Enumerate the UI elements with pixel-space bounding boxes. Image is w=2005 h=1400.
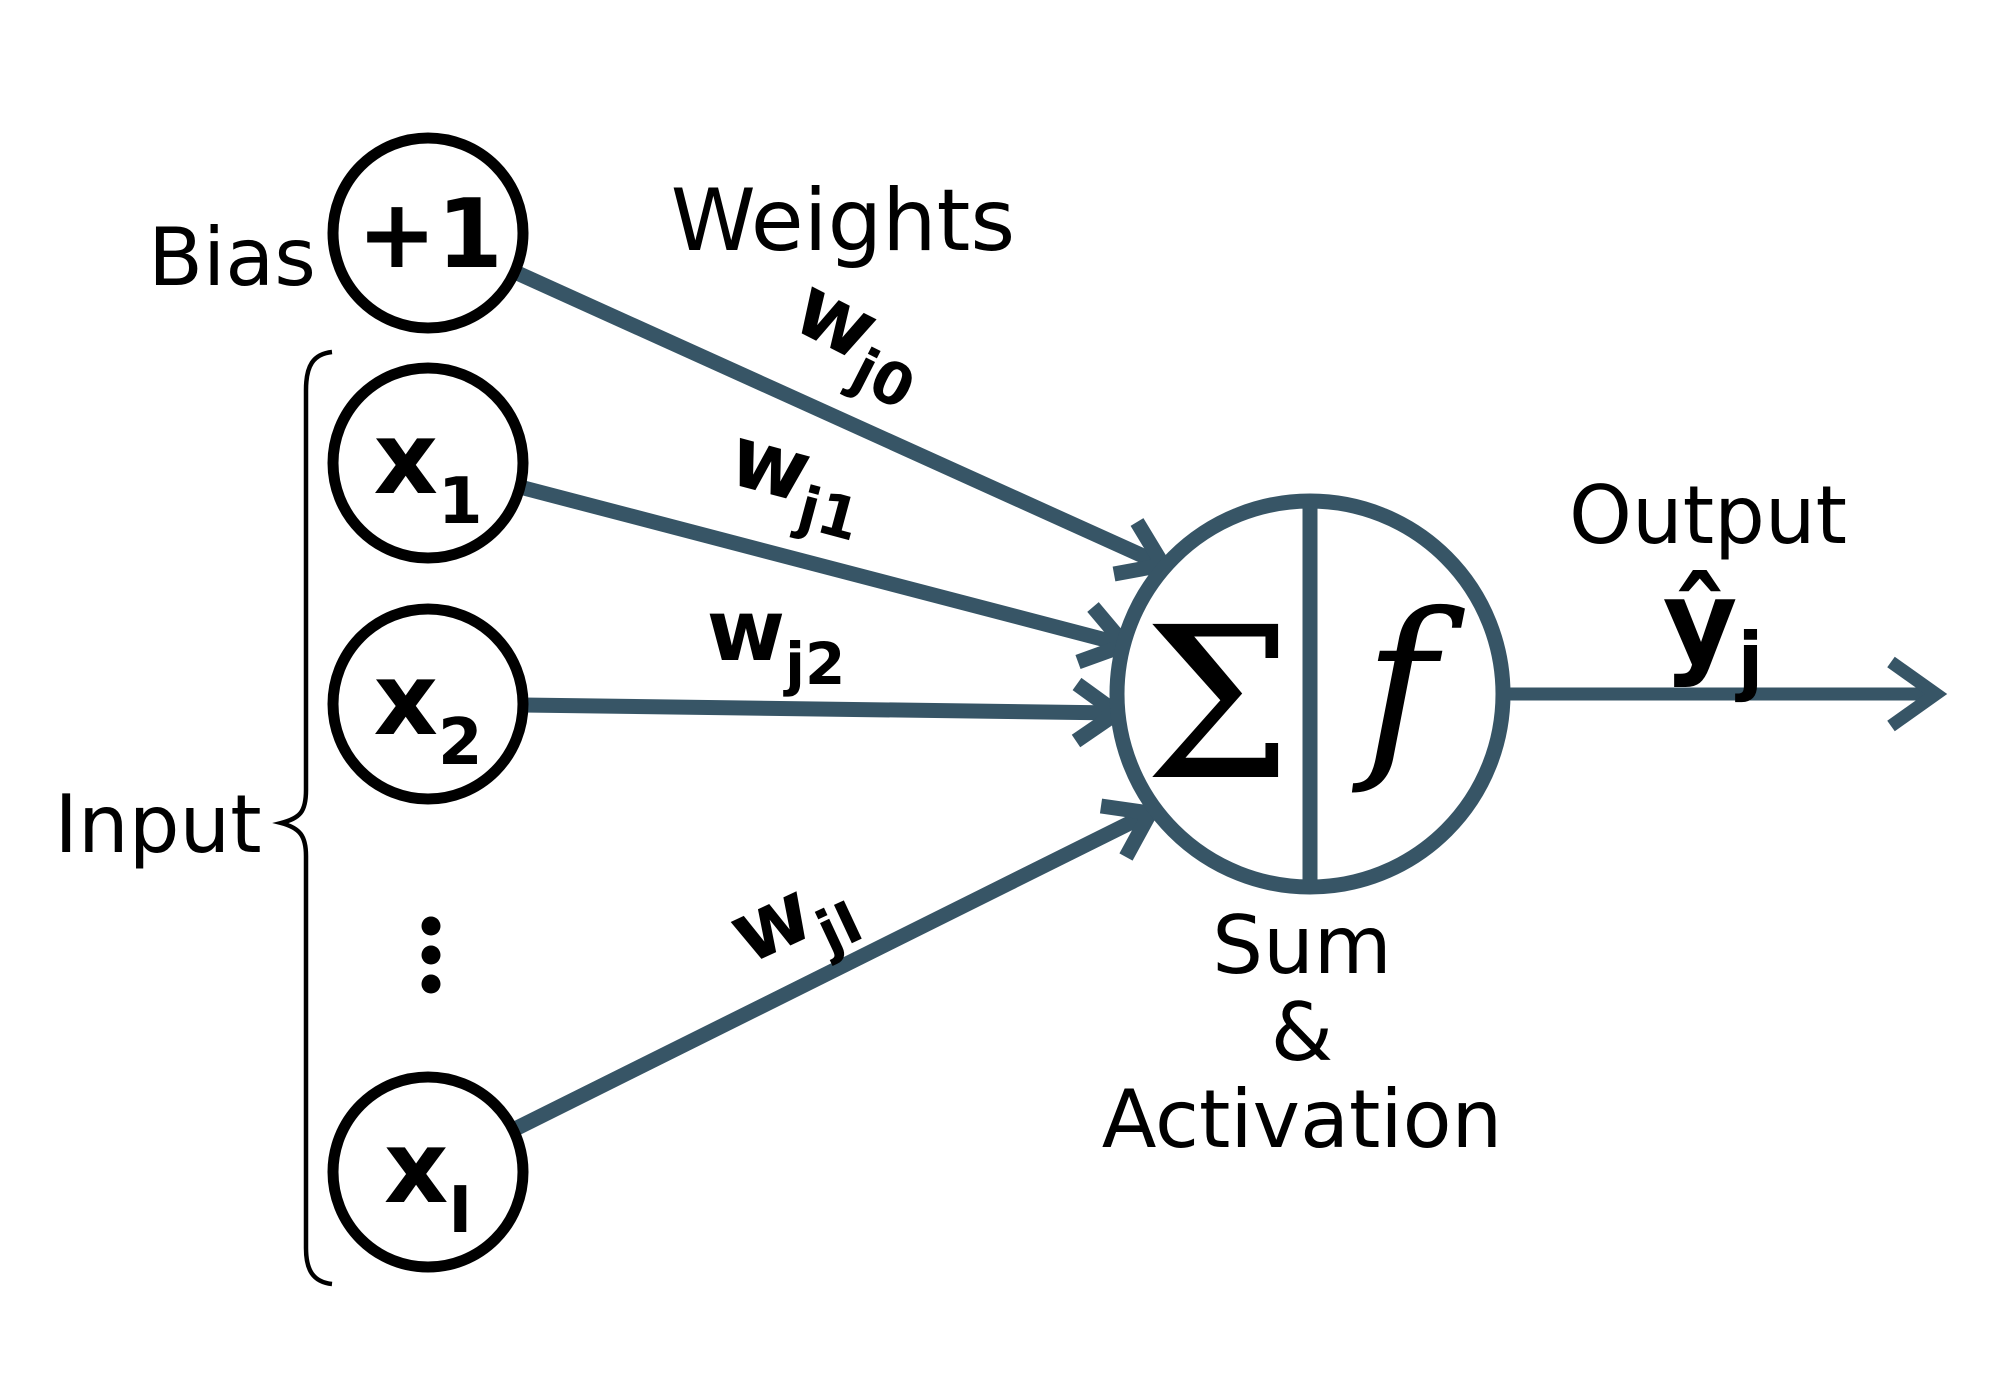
bias-node-circle <box>327 132 529 334</box>
input-brace <box>272 349 333 1287</box>
weight-j2-subscript: j2 <box>783 630 845 698</box>
x2-subscript: 2 <box>438 706 483 780</box>
bias-node-value: +1 <box>357 180 503 290</box>
output-label: Output <box>1569 469 1847 562</box>
input-node-x2-circle <box>327 603 529 805</box>
neuron-caption-line2: & <box>1271 986 1333 1079</box>
input-node-xI-circle <box>327 1071 529 1273</box>
input-node-x1-label: x1 <box>373 400 482 539</box>
output-variable-subscript: j <box>1735 616 1764 704</box>
connection-x1-to-neuron <box>518 479 1127 653</box>
input-node-x1-circle <box>327 362 529 564</box>
xI-subscript: I <box>448 1174 472 1248</box>
weight-j2-base: w <box>707 582 786 681</box>
output-variable-base: ŷ <box>1663 556 1738 690</box>
ellipsis-dot <box>421 974 441 994</box>
connection-bias-to-neuron <box>511 265 1167 572</box>
connections-group <box>509 265 1948 1137</box>
ellipsis-dot <box>421 916 441 936</box>
input-label: Input <box>54 778 261 871</box>
x2-base: x <box>373 641 438 758</box>
weight-label-jI: wjI <box>715 844 873 1000</box>
weight-jI-base: w <box>715 861 828 984</box>
neuron-caption-line3: Activation <box>1102 1073 1503 1166</box>
input-node-xI-label: xI <box>384 1109 472 1248</box>
arrowhead-output-icon <box>1887 656 1948 732</box>
connection-xI-to-neuron <box>509 806 1154 1137</box>
neuron-caption-line1: Sum <box>1212 899 1391 992</box>
xI-base: x <box>384 1109 449 1226</box>
input-node-x2-label: x2 <box>373 641 482 780</box>
weight-label-j2: wj2 <box>707 582 846 698</box>
neuron-caption: Sum&Activation <box>1102 899 1503 1166</box>
x1-subscript: 1 <box>438 465 483 539</box>
output-variable-label: ŷj <box>1663 556 1764 704</box>
sum-symbol: Σ <box>1144 582 1292 827</box>
node-circles-group <box>327 132 529 1273</box>
bias-label: Bias <box>148 211 316 304</box>
ellipsis-dot <box>421 945 441 965</box>
x1-base: x <box>373 400 438 517</box>
vertical-ellipsis-icon <box>421 916 441 994</box>
weight-label-j1: wj1 <box>715 407 879 555</box>
connection-x2-to-neuron <box>522 697 1118 721</box>
weights-label: Weights <box>671 171 1015 271</box>
